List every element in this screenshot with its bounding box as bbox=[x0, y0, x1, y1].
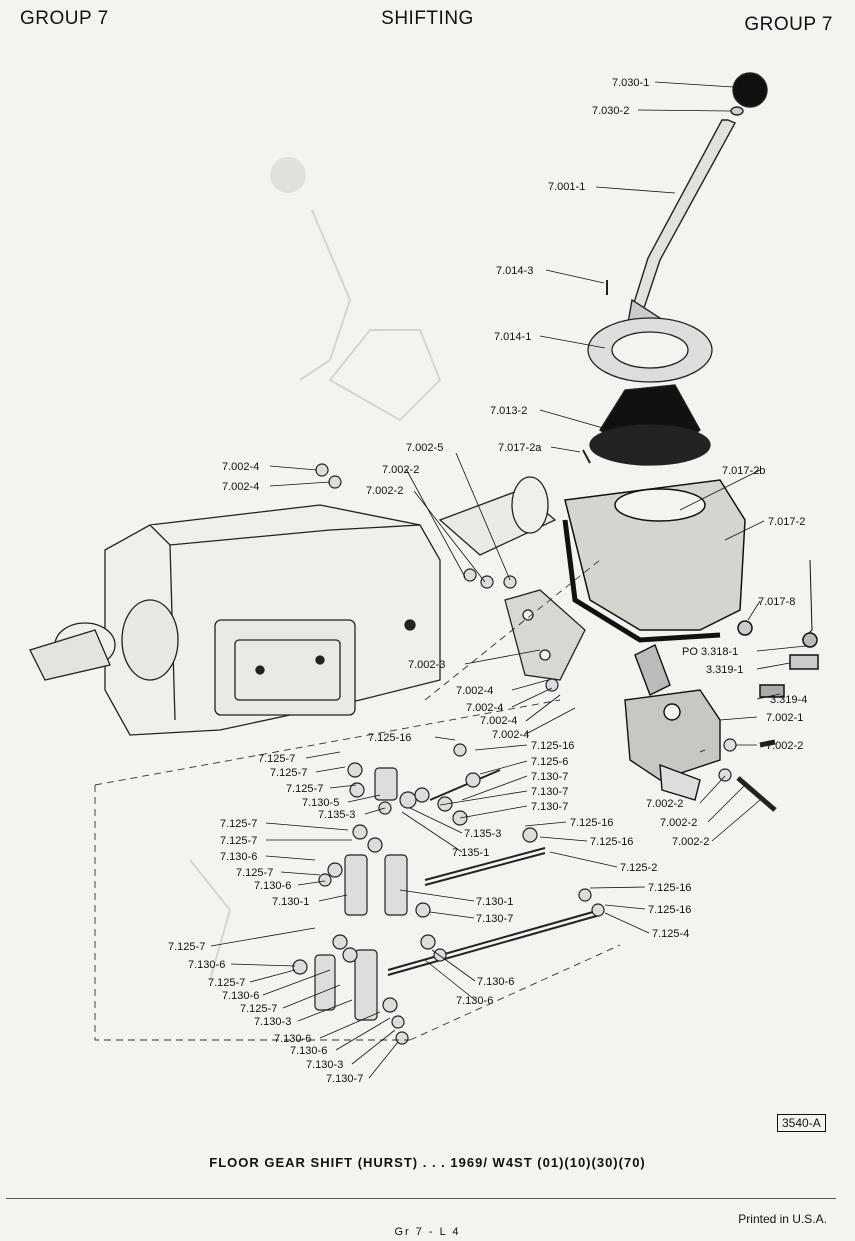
part-label: 7.002-2 bbox=[672, 836, 709, 848]
part-label: 7.130-7 bbox=[531, 786, 568, 798]
part-label: 7.017-2a bbox=[498, 442, 542, 454]
part-label: 7.002-4 bbox=[480, 715, 517, 727]
figure-number: 3540-A bbox=[777, 1114, 826, 1132]
part-label: 7.125-7 bbox=[286, 783, 323, 795]
part-label: 7.002-1 bbox=[766, 712, 803, 724]
part-label: 7.130-3 bbox=[306, 1059, 343, 1071]
part-label: 7.125-7 bbox=[240, 1003, 277, 1015]
linkage-parts bbox=[292, 463, 777, 1045]
part-label: 7.130-3 bbox=[254, 1016, 291, 1028]
part-label: 7.002-4 bbox=[222, 481, 259, 493]
part-label: 7.002-5 bbox=[406, 442, 443, 454]
part-label: 3.319-1 bbox=[706, 664, 743, 676]
printed-note: Printed in U.S.A. bbox=[738, 1212, 827, 1226]
header-group-right: GROUP 7 bbox=[744, 14, 833, 35]
page-number: Gr 7 - L 4 bbox=[394, 1226, 461, 1238]
part-label: 7.125-7 bbox=[270, 767, 307, 779]
transmission-case bbox=[29, 476, 557, 736]
bracket bbox=[504, 589, 586, 681]
part-label: 7.002-2 bbox=[646, 798, 683, 810]
footer-rule bbox=[6, 1198, 836, 1199]
part-label: 7.130-6 bbox=[188, 959, 225, 971]
part-label: 7.130-6 bbox=[456, 995, 493, 1007]
part-label: 7.125-16 bbox=[531, 740, 574, 752]
part-label: 7.002-4 bbox=[222, 461, 259, 473]
part-label: 7.130-7 bbox=[531, 801, 568, 813]
boot-assembly bbox=[582, 317, 713, 466]
part-label: 7.130-7 bbox=[476, 913, 513, 925]
part-label: 7.002-4 bbox=[466, 702, 503, 714]
figure-caption: FLOOR GEAR SHIFT (HURST) . . . 1969/ W4S… bbox=[209, 1155, 646, 1170]
part-label: 7.130-7 bbox=[531, 771, 568, 783]
part-label: 7.002-2 bbox=[366, 485, 403, 497]
shift-rods bbox=[387, 769, 601, 976]
part-label: 7.130-1 bbox=[272, 896, 309, 908]
part-label: 7.130-6 bbox=[274, 1033, 311, 1045]
part-label: 7.135-3 bbox=[318, 809, 355, 821]
part-label: 7.030-1 bbox=[612, 77, 649, 89]
part-label: 7.135-1 bbox=[452, 847, 489, 859]
part-label: 7.017-2b bbox=[722, 465, 765, 477]
part-label: 7.125-7 bbox=[208, 977, 245, 989]
part-label: 7.130-6 bbox=[222, 990, 259, 1002]
part-label: 7.130-1 bbox=[476, 896, 513, 908]
part-label: 7.014-3 bbox=[496, 265, 533, 277]
part-label: 7.030-2 bbox=[592, 105, 629, 117]
part-label: 7.125-16 bbox=[648, 904, 691, 916]
part-label: 7.130-6 bbox=[290, 1045, 327, 1057]
shift-lever bbox=[606, 72, 768, 359]
part-label: 7.130-6 bbox=[254, 880, 291, 892]
part-label: 7.014-1 bbox=[494, 331, 531, 343]
part-label: 7.125-2 bbox=[620, 862, 657, 874]
part-label: 7.130-5 bbox=[302, 797, 339, 809]
header-group-left: GROUP 7 bbox=[20, 8, 109, 29]
part-label: 7.013-2 bbox=[490, 405, 527, 417]
part-label: 7.002-2 bbox=[660, 817, 697, 829]
shifter-body bbox=[624, 644, 721, 801]
part-label: 7.002-4 bbox=[456, 685, 493, 697]
ghost-image bbox=[189, 157, 442, 981]
part-labels: 7.030-1 7.030-2 7.001-1 7.014-3 7.014-1 7.013… bbox=[168, 77, 807, 1085]
part-label: 7.125-16 bbox=[368, 732, 411, 744]
leader-lines bbox=[210, 81, 807, 1079]
header-title: SHIFTING bbox=[381, 8, 474, 29]
part-label: 7.125-4 bbox=[652, 928, 689, 940]
part-label: 7.125-7 bbox=[258, 753, 295, 765]
part-label: 7.002-2 bbox=[382, 464, 419, 476]
part-label: 7.125-7 bbox=[220, 835, 257, 847]
part-label: 7.017-8 bbox=[758, 596, 795, 608]
part-label: 7.130-6 bbox=[220, 851, 257, 863]
part-label: PO 3.318-1 bbox=[682, 646, 738, 658]
part-label: 7.135-3 bbox=[464, 828, 501, 840]
part-label: 7.125-7 bbox=[220, 818, 257, 830]
part-label: 7.125-6 bbox=[531, 756, 568, 768]
part-label: 7.125-16 bbox=[590, 836, 633, 848]
part-label: 7.002-2 bbox=[766, 740, 803, 752]
shift-cover bbox=[562, 479, 819, 698]
part-label: 7.125-7 bbox=[168, 941, 205, 953]
part-label: 3.319-4 bbox=[770, 694, 807, 706]
part-label: 7.017-2 bbox=[768, 516, 805, 528]
part-label: 7.125-16 bbox=[570, 817, 613, 829]
part-label: 7.125-16 bbox=[648, 882, 691, 894]
exploded-dashed-lines bbox=[94, 559, 621, 1041]
part-label: 7.125-7 bbox=[236, 867, 273, 879]
part-label: 7.001-1 bbox=[548, 181, 585, 193]
part-label: 7.130-6 bbox=[477, 976, 514, 988]
part-label: 7.002-4 bbox=[492, 729, 529, 741]
part-label: 7.002-3 bbox=[408, 659, 445, 671]
part-label: 7.130-7 bbox=[326, 1073, 363, 1085]
